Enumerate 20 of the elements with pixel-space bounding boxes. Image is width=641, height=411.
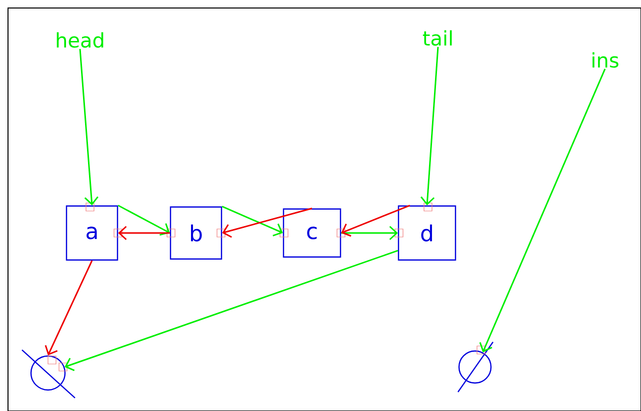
pointer-label: tail (422, 30, 452, 46)
list-node-box: b (170, 206, 222, 260)
pointer-arrow (118, 226, 170, 240)
null-symbol (22, 350, 76, 398)
pointer-arrow (222, 206, 283, 236)
pointer-label: ins (592, 52, 618, 68)
pointer-arrow (420, 46, 439, 206)
pointer-arrow (341, 204, 410, 237)
pointer-arrow (222, 208, 312, 238)
list-node-box: d (398, 205, 456, 261)
pointer-label: head (56, 32, 104, 48)
pointer-arrow (64, 250, 398, 372)
pointer-arrow (479, 68, 606, 352)
null-symbol (458, 342, 494, 392)
pointer-arrow (79, 48, 98, 206)
list-node-box: c (282, 208, 342, 258)
pointer-arrow (44, 260, 93, 356)
pointer-arrow (341, 226, 398, 240)
pointer-arrow (118, 204, 170, 236)
list-node-box: a (66, 205, 118, 261)
